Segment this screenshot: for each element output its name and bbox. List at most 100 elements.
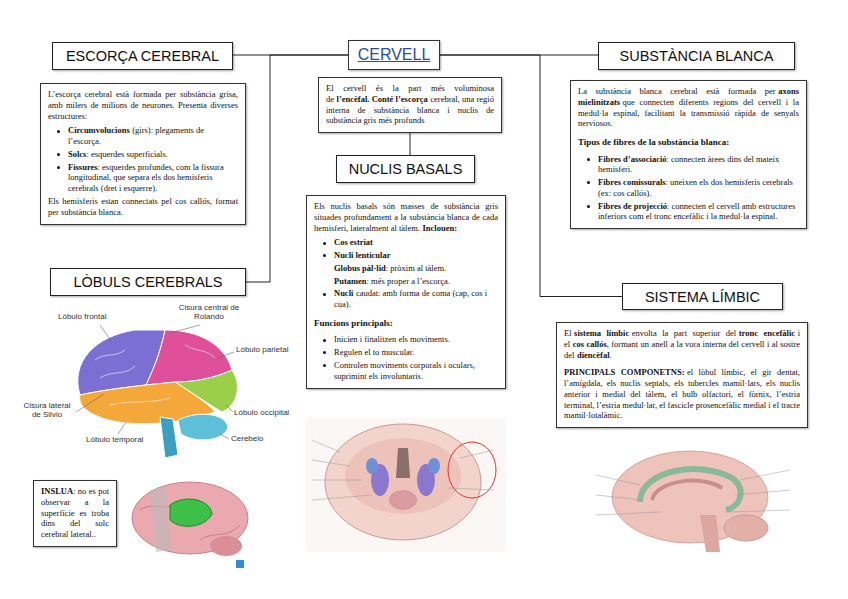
bullet-item: Fibres d’associació: connecten àrees din…	[578, 154, 799, 176]
text-run: Regulen el to muscular.	[334, 347, 414, 357]
bullet-item: Controlen moviments corporals i oculars,…	[314, 360, 498, 382]
part-label: Cisura central de Rolando	[176, 304, 242, 322]
part-label: Lóbulo parietal	[236, 346, 288, 355]
header-text: SUBSTÀNCIA BLANCA	[620, 48, 774, 64]
header-text: NUCLIS BASALS	[349, 161, 463, 177]
insula-patch	[170, 499, 212, 526]
text-run: : més proper a l’escorça.	[367, 276, 450, 286]
corpus-callosum	[652, 481, 722, 500]
paragraph: Els hemisferis estan connectats pel cos …	[48, 196, 238, 218]
text-run: L’escorça cerebral està formada per subs…	[48, 89, 238, 121]
note-box: INSLUA: no es pot observar a la superfíc…	[33, 480, 117, 547]
text-run: Putamen	[334, 276, 367, 286]
section-header: SISTEMA LÍMBIC	[622, 283, 783, 310]
text-run: La substància blanca cerebral està forma…	[578, 86, 776, 96]
text-run: Inicien i finalitzen els moviments.	[334, 334, 450, 344]
icon	[236, 560, 244, 568]
text-run: Els hemisferis estan connectats pel cos …	[48, 196, 238, 217]
bullet-item: Nuclicaudat: amb forma de coma (cap, cos…	[314, 288, 498, 310]
thalamus	[389, 490, 417, 510]
cerebellum	[210, 536, 242, 556]
bullet-item: Regulen el to muscular.	[314, 347, 498, 358]
section-header: LÒBULS CEREBRALS	[50, 268, 246, 296]
part-label: Lóbulo occipital	[234, 409, 289, 418]
text-run: cos callós	[573, 339, 607, 349]
text-run: Controlen moviments corporals i oculars,…	[334, 360, 475, 381]
text-box: L’escorça cerebral està formada per subs…	[40, 83, 246, 225]
nucleus	[366, 458, 378, 474]
text-run: INSLUA	[41, 486, 73, 496]
text-run: sistema límbic	[574, 328, 629, 338]
brainstem	[160, 417, 178, 458]
header-text: LÒBULS CEREBRALS	[73, 274, 222, 290]
text-run: Circumvolucions	[68, 125, 130, 135]
connector-line	[410, 133, 411, 155]
text-box: Elsistema límbicenvolta la part superior…	[556, 322, 808, 428]
limbic-section	[596, 451, 790, 552]
text-box: El cervell és la part més voluminosa del…	[318, 77, 502, 133]
text-run: .	[610, 350, 612, 360]
bullet-item: Fibres comissurals: uneixen els dos hemi…	[578, 177, 799, 199]
section-header: ESCORÇA CEREBRAL	[52, 42, 233, 70]
brain-outline	[612, 451, 768, 543]
leader-lines	[312, 440, 494, 500]
paragraph: Globus pàl·lid: pròxim al tàlem.	[314, 263, 498, 274]
text-run: Fibres d’associació	[598, 154, 667, 164]
lateral-brain	[76, 325, 237, 458]
text-run: diencèfal	[577, 350, 610, 360]
text-run: Solcs	[68, 149, 86, 159]
text-run: Funcions principals:	[314, 318, 393, 328]
text-run: Cos estriat	[334, 237, 373, 247]
paragraph: INSLUA: no es pot observar a la superfíc…	[41, 486, 109, 540]
text-box: Els nuclis basals són masses de substànc…	[306, 195, 506, 389]
part-label: Cerebelo	[231, 435, 263, 444]
limbic-ring	[640, 469, 741, 510]
text-run: Globus pàl·lid	[334, 263, 386, 273]
main-topic-box: CERVELL	[348, 40, 440, 70]
nucleus	[428, 458, 440, 474]
text-run: Inclouen:	[423, 223, 457, 233]
paragraph: Putamen: més proper a l’escorça.	[314, 276, 498, 287]
bullet-item: Nucli lenticular	[314, 250, 498, 261]
paragraph: El cervell és la part més voluminosa del…	[326, 83, 494, 126]
paragraph: Els nuclis basals són masses de substànc…	[314, 201, 498, 233]
cerebellum	[178, 414, 228, 440]
cerebellum	[724, 515, 768, 541]
paragraph: Elsistema límbicenvolta la part superior…	[564, 328, 800, 360]
bullet-item: Fissures: esquerdes profundes, com la fi…	[48, 162, 238, 194]
text-run: Fibres de projecció	[598, 201, 667, 211]
bullet-item: Solcs: esquerdes superficials.	[48, 149, 238, 160]
section-header: NUCLIS BASALS	[336, 155, 475, 183]
header-text: ESCORÇA CEREBRAL	[66, 48, 219, 64]
text-run: l’encèfal. Conté l’escorça	[337, 94, 428, 104]
part-label: Lóbulo temporal	[86, 436, 143, 445]
leader-lines	[76, 325, 234, 439]
text-run: Fibres comissurals	[598, 177, 666, 187]
retracted-cortex	[150, 486, 171, 552]
figure-ground	[306, 418, 506, 552]
paragraph: La substància blanca cerebral està forma…	[578, 86, 799, 129]
brainstem	[700, 515, 720, 552]
text-run: tronc encefàlic	[739, 328, 795, 338]
paragraph: PRINCIPALS COMPONETNS:el lòbul límbic, e…	[564, 367, 800, 421]
text-run: envolta la part superior del	[632, 328, 737, 338]
text-run: Nucli	[334, 288, 353, 298]
leader-lines	[596, 470, 790, 515]
bullet-item: Fibres de projecció: connecten el cervel…	[578, 201, 799, 223]
text-run: caudat: amb forma de coma (cap, cos i cu…	[334, 288, 487, 309]
bullet-item: Cos estriat	[314, 237, 498, 248]
topic-title: CERVELL	[358, 46, 431, 64]
white-matter	[345, 438, 461, 514]
gyri-lines	[95, 345, 215, 405]
text-run: Els nuclis basals són masses de substànc…	[314, 201, 498, 233]
header-text: SISTEMA LÍMBIC	[645, 289, 760, 305]
text-box: La substància blanca cerebral està forma…	[570, 80, 807, 229]
text-run: : pròxim al tàlem.	[386, 263, 446, 273]
text-run: : esquerdes superficials.	[86, 149, 167, 159]
part-label: Lóbulo frontal	[58, 313, 106, 322]
sub-heading: Tipus de fibres de la substància blanca:	[578, 137, 799, 148]
part-label: Cisura lateral de Silvio	[20, 402, 74, 420]
text-run: Fissures	[68, 162, 98, 172]
text-run: PRINCIPALS COMPONETNS:	[564, 367, 684, 377]
